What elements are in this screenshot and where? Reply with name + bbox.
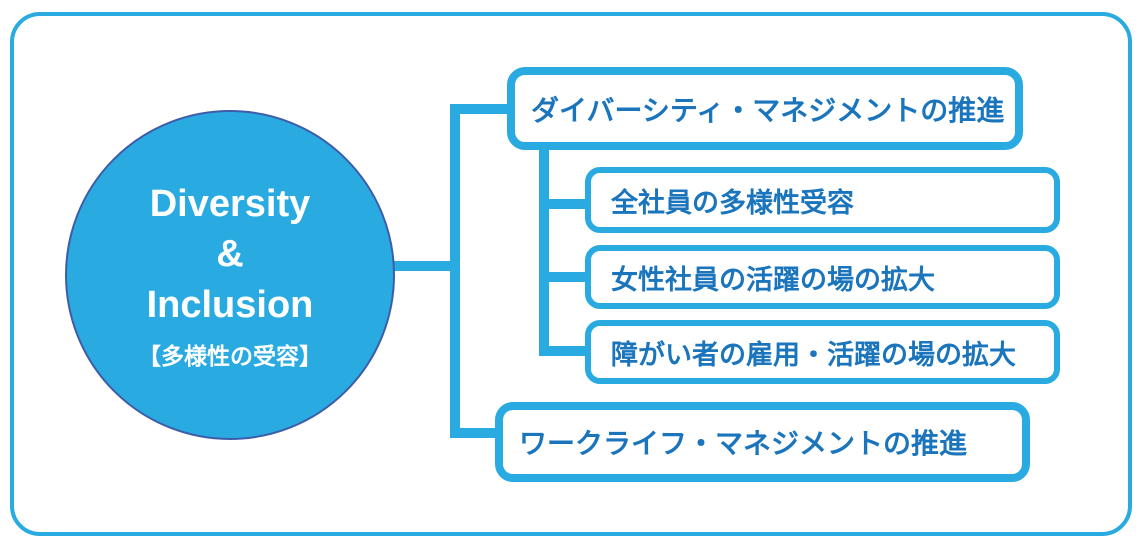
child-label-women-opportunities: 女性社員の活躍の場の拡大: [611, 264, 935, 295]
branch-label-worklife-management: ワークライフ・マネジメントの推進: [519, 428, 968, 459]
connector-stub-child2: [539, 272, 591, 282]
root-title-line1: Diversity: [149, 183, 311, 226]
branch-box-worklife-management: ワークライフ・マネジメントの推進: [495, 402, 1030, 482]
connector-sub-vertical: [539, 148, 549, 356]
connector-main-vertical: [450, 104, 460, 438]
root-node-circle: Diversity & Inclusion 【多様性の受容】: [65, 110, 395, 440]
connector-stub-child3: [539, 346, 591, 356]
child-box-disabled-employment: 障がい者の雇用・活躍の場の拡大: [585, 320, 1060, 384]
branch-label-diversity-management: ダイバーシティ・マネジメントの推進: [531, 94, 1005, 126]
root-subtitle: 【多様性の受容】: [138, 342, 322, 369]
child-box-women-opportunities: 女性社員の活躍の場の拡大: [585, 245, 1060, 309]
connector-root-horizontal: [390, 261, 454, 271]
child-label-disabled-employment: 障がい者の雇用・活躍の場の拡大: [611, 339, 1016, 370]
root-title-line3: Inclusion: [146, 283, 314, 326]
branch-box-diversity-management: ダイバーシティ・マネジメントの推進: [507, 67, 1023, 150]
connector-stub-branch1: [450, 104, 512, 114]
diagram-outer-frame: [10, 12, 1132, 536]
child-label-all-employees-diversity: 全社員の多様性受容: [611, 187, 854, 218]
child-box-all-employees-diversity: 全社員の多様性受容: [585, 167, 1060, 233]
connector-stub-child1: [539, 199, 591, 209]
connector-stub-branch2: [450, 428, 500, 438]
root-title-line2: &: [216, 233, 244, 276]
